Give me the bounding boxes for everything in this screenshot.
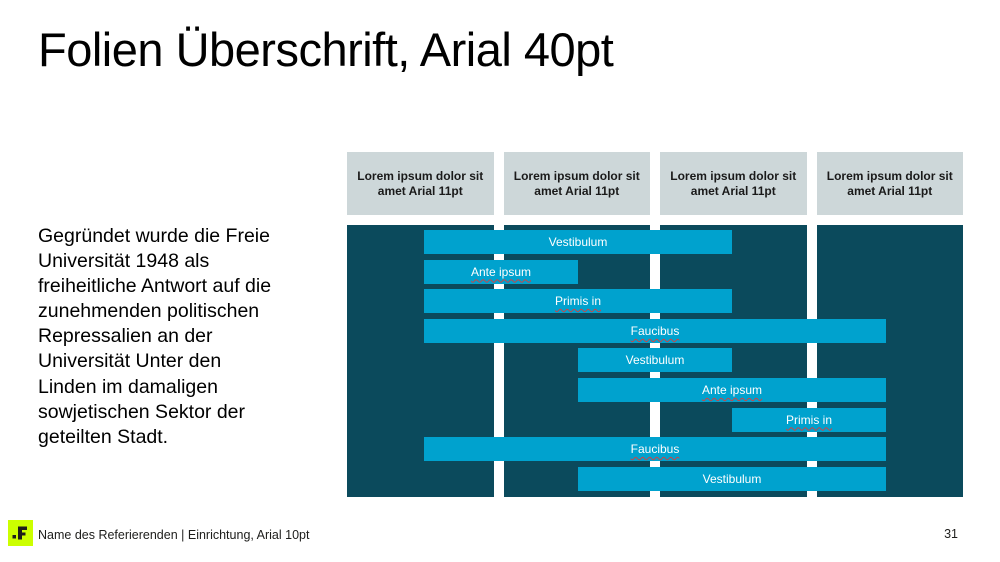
gantt-bar-label: Vestibulum [625, 353, 685, 368]
gantt-bar[interactable]: Faucibus [424, 318, 886, 343]
column-header-1[interactable]: Lorem ipsum dolor sit amet Arial 11pt [347, 152, 494, 215]
gantt-bar-label: Ante ipsum [470, 264, 532, 279]
gantt-bar[interactable]: Vestibulum [424, 230, 732, 254]
gantt-bar[interactable]: Ante ipsum [424, 259, 578, 284]
gantt-bar-label: Primis in [785, 412, 832, 427]
column-header-2[interactable]: Lorem ipsum dolor sit amet Arial 11pt [503, 152, 650, 215]
fu-logo-icon [8, 520, 33, 546]
gantt-bar-label: Vestibulum [548, 235, 608, 249]
gantt-bar[interactable]: Primis in [732, 407, 886, 432]
footer-text[interactable]: Name des Referierenden | Einrichtung, Ar… [38, 528, 310, 542]
gantt-bar-label: Primis in [554, 294, 601, 309]
slide-title[interactable]: Folien Überschrift, Arial 40pt [38, 23, 614, 76]
gantt-bar[interactable]: Vestibulum [578, 348, 732, 373]
gantt-header-row: Lorem ipsum dolor sit amet Arial 11pt Lo… [347, 152, 963, 215]
column-header-4[interactable]: Lorem ipsum dolor sit amet Arial 11pt [816, 152, 963, 215]
gantt-bar-label: Vestibulum [702, 471, 762, 486]
gantt-bar[interactable]: Ante ipsum [578, 378, 886, 402]
gantt-bar-label: Faucibus [630, 442, 680, 457]
gantt-bar[interactable]: Faucibus [424, 437, 886, 462]
gantt-bar[interactable]: Vestibulum [578, 466, 886, 491]
page-number: 31 [944, 527, 958, 541]
column-header-3[interactable]: Lorem ipsum dolor sit amet Arial 11pt [660, 152, 807, 215]
gantt-bar-label: Ante ipsum [701, 383, 763, 397]
gantt-bar-label: Faucibus [630, 323, 680, 338]
gantt-bar[interactable]: Primis in [424, 289, 732, 314]
body-text[interactable]: Gegründet wurde die Freie Universität 19… [38, 225, 272, 448]
